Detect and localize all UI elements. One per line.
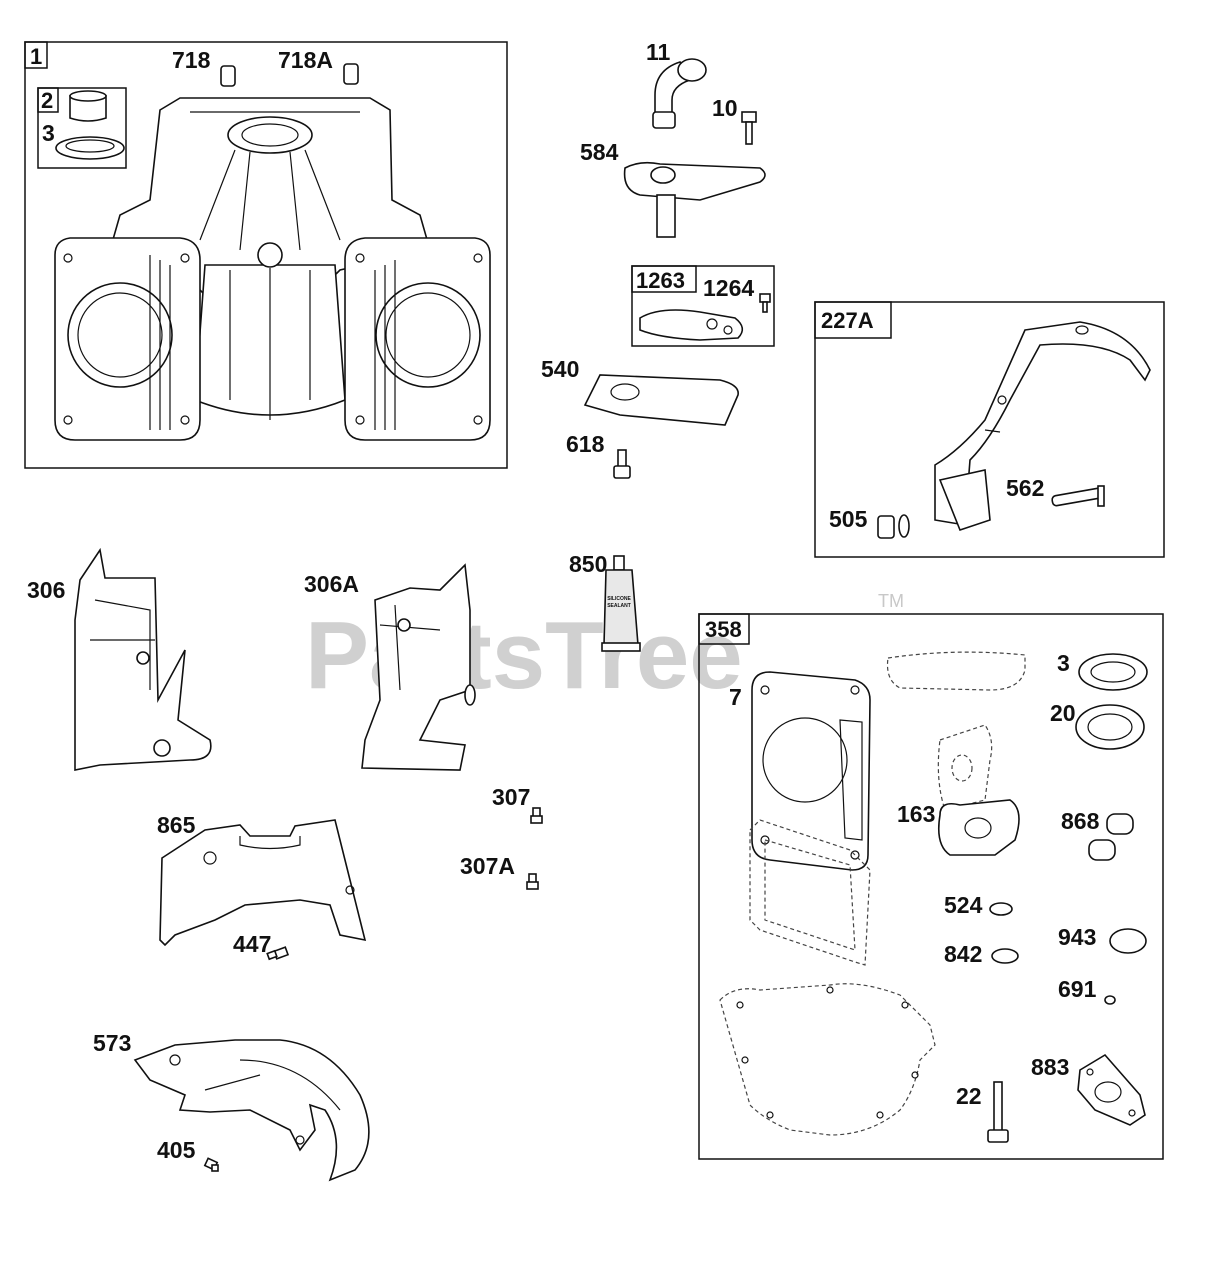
- air-guide-left-icon: [74, 547, 212, 771]
- box-358-gasket-set-group[interactable]: 358 3 7 20 163: [698, 613, 1164, 1160]
- seal-ring-icon: [1078, 653, 1148, 691]
- part-label-306a[interactable]: 306A: [304, 571, 359, 597]
- part-label-7[interactable]: 7: [729, 684, 742, 710]
- part-label-1264[interactable]: 1264: [703, 275, 754, 301]
- rocker-cover-gasket-icon: [749, 819, 871, 966]
- part-label-562[interactable]: 562: [1006, 475, 1044, 501]
- part-label-405[interactable]: 405: [157, 1137, 196, 1163]
- part-label-307[interactable]: 307: [492, 784, 530, 810]
- part-label-307a[interactable]: 307A: [460, 853, 515, 879]
- part-label-20[interactable]: 20: [1050, 700, 1076, 726]
- box-227a-group[interactable]: 227A 562 505: [814, 301, 1165, 558]
- bracket-icon: [639, 309, 744, 341]
- intake-spacer-icon: [1077, 1053, 1146, 1126]
- crankcase-icon: [54, 97, 491, 441]
- part-label-868[interactable]: 868: [1061, 808, 1100, 834]
- box-1-label: 1: [30, 44, 42, 69]
- part-label-584[interactable]: 584: [580, 139, 619, 165]
- part-label-22[interactable]: 22: [956, 1083, 982, 1109]
- part-label-883[interactable]: 883: [1031, 1054, 1069, 1080]
- part-label-573[interactable]: 573: [93, 1030, 131, 1056]
- gasket-plate-icon: [583, 374, 739, 426]
- part-label-447[interactable]: 447: [233, 931, 271, 957]
- part-label-11[interactable]: 11: [646, 39, 671, 65]
- part-label-3-gasket-set[interactable]: 3: [1057, 650, 1070, 676]
- part-label-718[interactable]: 718: [172, 47, 211, 73]
- part-label-865[interactable]: 865: [157, 812, 196, 838]
- screw-icon: [526, 873, 539, 890]
- dowel-pin-icon: [343, 63, 359, 85]
- box-358-label: 358: [705, 617, 742, 642]
- intake-gasket-icon: [937, 724, 993, 811]
- box-1263-group[interactable]: 1263 1264: [631, 265, 775, 347]
- head-gasket-icon: [751, 671, 871, 871]
- part-label-10[interactable]: 10: [712, 95, 738, 121]
- shroud-guard-icon: [133, 1039, 370, 1182]
- bolt-icon: [987, 1081, 1009, 1143]
- pin-icon: [1051, 485, 1105, 507]
- washer-icon: [1104, 995, 1116, 1005]
- governor-bracket-icon: [934, 321, 1151, 531]
- box-2-label: 2: [41, 88, 53, 113]
- box-1263-label: 1263: [636, 268, 685, 293]
- bushing-icon: [69, 90, 107, 122]
- o-ring-icon: [991, 948, 1019, 964]
- breather-tube-icon: [652, 58, 707, 129]
- screw-icon: [266, 946, 290, 961]
- screw-icon: [530, 807, 543, 824]
- part-label-163[interactable]: 163: [897, 801, 935, 827]
- baffle-plate-icon: [159, 819, 367, 947]
- tube-text-line2: SEALANT: [607, 603, 631, 609]
- part-label-540[interactable]: 540: [541, 356, 579, 382]
- screw-icon: [203, 1157, 219, 1172]
- o-ring-icon: [1109, 928, 1147, 954]
- sealant-tube-icon: SILICONE SEALANT: [601, 555, 641, 652]
- box-227a-label: 227A: [821, 308, 874, 333]
- bolt-icon: [613, 449, 631, 479]
- dowel-pin-icon: [220, 65, 236, 87]
- part-label-306[interactable]: 306: [27, 577, 65, 603]
- oil-seal-icon: [1075, 704, 1145, 750]
- part-label-3-seal[interactable]: 3: [42, 120, 55, 146]
- valve-seal-icon: [1088, 813, 1134, 861]
- carburetor-gasket-icon: [937, 799, 1020, 856]
- watermark: PartsTree: [305, 602, 743, 709]
- watermark-trademark: TM: [878, 591, 904, 611]
- part-label-850[interactable]: 850: [569, 551, 607, 577]
- part-label-524[interactable]: 524: [944, 892, 983, 918]
- o-ring-icon: [989, 902, 1013, 916]
- crankcase-gasket-icon: [719, 983, 936, 1136]
- part-label-505[interactable]: 505: [829, 506, 868, 532]
- valve-cover-gasket-icon: [886, 651, 1026, 691]
- part-label-842[interactable]: 842: [944, 941, 982, 967]
- air-guide-right-icon: [361, 563, 476, 771]
- breather-plate-icon: [623, 161, 766, 238]
- nut-washer-icon: [877, 514, 910, 539]
- box-1-crankcase-group[interactable]: 1 2 3 718 718A: [24, 41, 508, 469]
- part-label-618[interactable]: 618: [566, 431, 605, 457]
- part-label-718a[interactable]: 718A: [278, 47, 333, 73]
- oil-seal-icon: [55, 136, 125, 160]
- part-label-691[interactable]: 691: [1058, 976, 1097, 1002]
- tube-text-line1: SILICONE: [607, 596, 631, 602]
- screw-icon: [759, 293, 771, 313]
- part-label-943[interactable]: 943: [1058, 924, 1096, 950]
- bolt-icon: [741, 111, 757, 145]
